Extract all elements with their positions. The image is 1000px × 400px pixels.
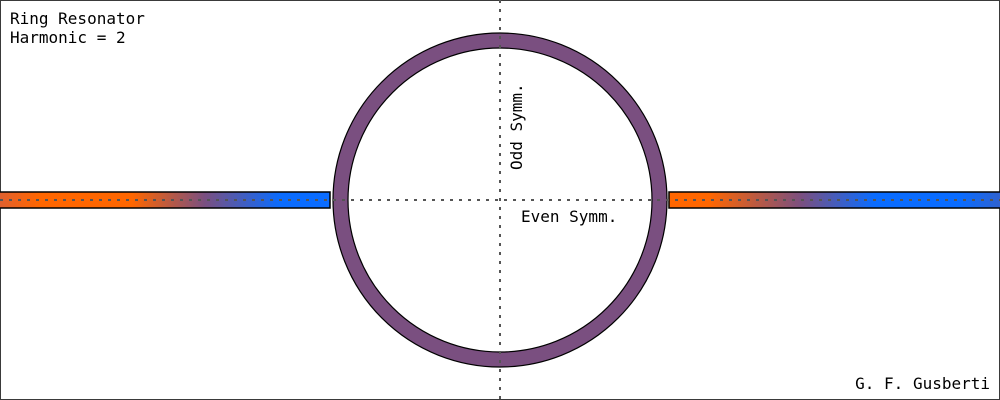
author-credit: G. F. Gusberti (855, 374, 990, 393)
right-waveguide (668, 191, 1000, 209)
even-symmetry-label: Even Symm. (521, 207, 618, 226)
diagram-title: Ring Resonator (10, 9, 145, 28)
harmonic-label: Harmonic = 2 (10, 28, 126, 47)
odd-symmetry-label: Odd Symm. (507, 83, 526, 170)
